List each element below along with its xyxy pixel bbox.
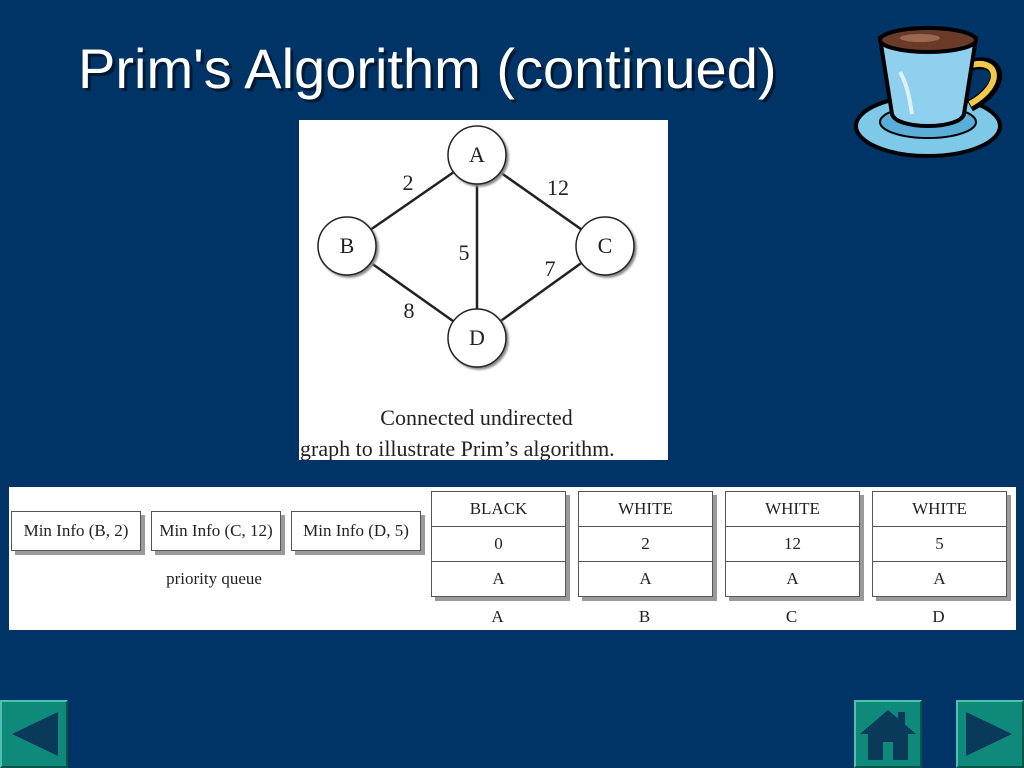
- teacup-icon: [854, 26, 1003, 158]
- vertex-distance: 5: [873, 527, 1006, 562]
- vertex-parent: A: [786, 569, 799, 588]
- edge-weight-B-D: 8: [404, 298, 415, 323]
- edge-weight-C-D: 7: [545, 256, 556, 281]
- previous-slide-button[interactable]: [0, 700, 68, 768]
- graph-caption: Connected undirected graph to illustrate…: [299, 402, 668, 464]
- vertex-name: A: [491, 607, 504, 626]
- vertex-name: C: [785, 607, 798, 626]
- caption-line-2: graph to illustrate Prim’s algorithm.: [300, 436, 615, 461]
- node-label-D: D: [469, 325, 485, 350]
- caption-line-1: Connected undirected: [380, 405, 573, 430]
- vertex-column-D: WHITE 5 A: [872, 491, 1007, 597]
- vertex-name: B: [638, 607, 651, 626]
- graph-figure: A B C D 2 12 5 8 7 Connected undirected …: [299, 120, 668, 461]
- edge-weight-A-D: 5: [459, 240, 470, 265]
- vertex-column-C: WHITE 12 A: [725, 491, 860, 597]
- priority-queue-item: Min Info (C, 12): [151, 511, 281, 551]
- node-label-A: A: [469, 142, 485, 167]
- node-A: [447, 125, 507, 185]
- vertex-name: D: [932, 607, 945, 626]
- slide-title: Prim's Algorithm (continued): [78, 37, 777, 100]
- vertex-distance: 2: [579, 527, 712, 562]
- vertex-parent: A: [639, 569, 652, 588]
- home-icon: [860, 710, 916, 760]
- vertex-distance: 12: [726, 527, 859, 562]
- priority-queue-item: Min Info (B, 2): [11, 511, 141, 551]
- priority-queue-label: priority queue: [166, 569, 262, 588]
- vertex-color: WHITE: [579, 492, 712, 527]
- vertex-parent: A: [933, 569, 946, 588]
- node-B: [317, 216, 377, 276]
- graph-nodes: [317, 125, 635, 368]
- next-slide-button[interactable]: [956, 700, 1024, 768]
- arrow-right-icon: [966, 712, 1012, 756]
- node-C: [575, 216, 635, 276]
- priority-queue-item: Min Info (D, 5): [291, 511, 421, 551]
- vertex-color: WHITE: [726, 492, 859, 527]
- vertex-column-B: WHITE 2 A: [578, 491, 713, 597]
- node-D: [447, 308, 507, 368]
- edge-weight-A-C: 12: [547, 175, 569, 200]
- vertex-color: BLACK: [432, 492, 565, 527]
- vertex-color: WHITE: [873, 492, 1006, 527]
- node-label-B: B: [340, 233, 355, 258]
- node-label-C: C: [598, 233, 613, 258]
- arrow-left-icon: [12, 712, 58, 756]
- vertex-distance: 0: [432, 527, 565, 562]
- prim-state-figure: Min Info (B, 2) Min Info (C, 12) Min Inf…: [9, 487, 1016, 630]
- vertex-column-A: BLACK 0 A: [431, 491, 566, 597]
- home-button[interactable]: [854, 700, 922, 768]
- vertex-parent: A: [492, 569, 505, 588]
- edge-weight-A-B: 2: [403, 170, 414, 195]
